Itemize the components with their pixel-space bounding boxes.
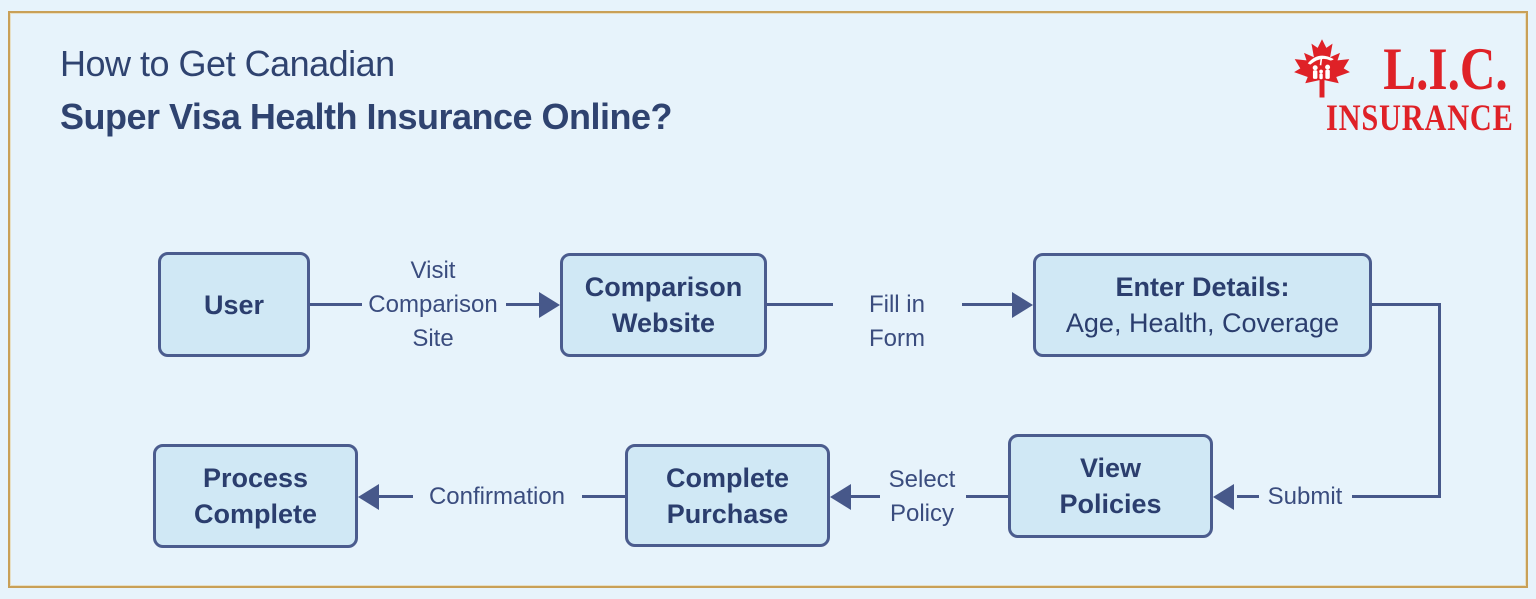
edge-line	[1237, 495, 1259, 498]
edge-line	[506, 303, 540, 306]
edge-label-visit-comparison-site: Visit Comparison Site	[368, 257, 498, 352]
flow-node-complete-purchase: Complete Purchase	[625, 444, 830, 547]
flow-node-enter-details: Enter Details: Age, Health, Coverage	[1033, 253, 1372, 357]
edge-label-select-policy: Select Policy	[888, 466, 956, 527]
page-title-line1: How to Get Canadian	[60, 43, 395, 84]
flow-node-label: Complete Purchase	[665, 462, 790, 529]
flow-node-label: User	[203, 289, 265, 320]
edge-line	[582, 495, 625, 498]
edge-line	[1438, 303, 1441, 498]
flow-node-label: View Policies	[1059, 453, 1162, 519]
edge-line	[767, 303, 833, 306]
edge-line	[850, 495, 880, 498]
maple-leaf-family-umbrella-icon	[1294, 39, 1351, 98]
edge-line	[310, 303, 362, 306]
flow-node-label: Comparison Website	[584, 272, 743, 338]
flow-node-process-complete: Process Complete	[153, 444, 358, 548]
flow-node-comparison-website: Comparison Website	[560, 253, 767, 357]
edge-line	[962, 303, 1013, 306]
flow-node-label: Process Complete	[193, 463, 318, 529]
flow-node-label-bold: Enter Details:	[1115, 272, 1290, 302]
arrowhead-right-icon	[539, 292, 560, 318]
edge-line	[379, 495, 413, 498]
page-title: How to Get Canadian Super Visa Health In…	[60, 42, 673, 139]
arrowhead-left-icon	[830, 484, 851, 510]
edge-line	[1352, 495, 1441, 498]
logo-brand-text: L.I.C.	[1383, 36, 1508, 102]
flow-node-user: User	[158, 252, 310, 357]
arrowhead-left-icon	[358, 484, 379, 510]
lic-insurance-logo: L.I.C. INSURANCE	[1286, 38, 1514, 139]
page-title-line2: Super Visa Health Insurance Online?	[60, 96, 673, 137]
logo-subtitle-text: INSURANCE	[1325, 98, 1514, 139]
edge-label-confirmation: Confirmation	[428, 483, 566, 510]
flow-node-view-policies: View Policies	[1008, 434, 1213, 538]
edge-label-fill-in-form: Fill in Form	[868, 291, 925, 352]
flow-node-label-detail: Age, Health, Coverage	[1065, 308, 1340, 338]
edge-line	[966, 495, 1008, 498]
edge-label-submit: Submit	[1267, 483, 1343, 510]
edge-line	[1372, 303, 1441, 306]
arrowhead-left-icon	[1213, 484, 1234, 510]
arrowhead-right-icon	[1012, 292, 1033, 318]
logo-row: L.I.C.	[1286, 38, 1508, 100]
